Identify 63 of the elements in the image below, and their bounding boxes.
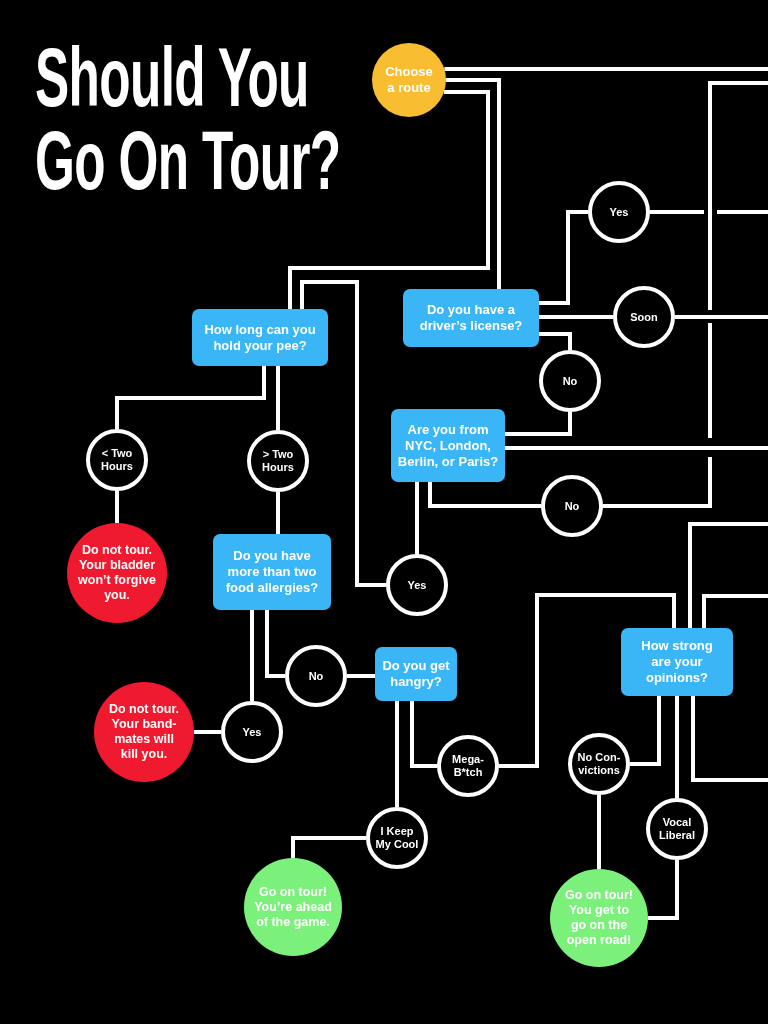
connector-line [288,90,490,309]
connector-line [276,492,280,534]
outcome-text: Do not tour. Your band-mates will kill you. [107,702,181,762]
connector-line [300,280,386,587]
answer-text: Yes [608,205,630,219]
answer-text: Soon [629,310,659,324]
answer-text: Mega-B*tch [451,753,485,779]
question-box [375,647,457,701]
connector-line [691,696,768,782]
question-box [621,628,733,696]
connector-line [505,412,572,436]
connector-line [505,446,768,450]
question-text: Are you from NYC, London, Berlin, or Paris? [396,421,500,470]
outcome-text: Go on tour! You get to go on the open road! [563,888,634,948]
connector-line [675,315,768,319]
title: Should You Go On Tour? [35,36,342,202]
question-box [213,534,331,610]
connector-line [539,210,588,305]
answer-text: Yes [406,578,428,592]
answer-text: Yes [241,725,263,739]
answer-text: No [561,374,579,388]
answer-text: No [563,499,581,513]
connector-line [276,366,280,430]
connector-line [250,610,254,701]
connector-line [347,674,375,678]
connector-line [648,210,768,214]
connector-line [428,482,541,508]
connector-line [688,522,768,628]
question-text: Do you get hangry? [381,658,451,690]
question-text: How strong are your opinions? [640,638,714,686]
connector-line [194,730,221,734]
connector-line [115,491,119,523]
connector-line [446,78,501,289]
connector-line [291,836,366,858]
connector-line [395,701,399,807]
answer-text: No [307,669,325,683]
connector-line [702,594,768,628]
question-box [403,289,539,347]
connector-line [444,67,768,71]
answer-text: No Con-victions [576,751,622,777]
answer-text: Vocal Liberal [657,816,697,842]
outcome-text: Go on tour! You’re ahead of the game. [253,884,333,930]
question-text: Do you have more than two food allergies? [224,548,320,596]
answer-text: < Two Hours [100,447,134,473]
question-text: How long can you hold your pee? [203,321,317,354]
question-text: Do you have a driver’s license? [418,302,524,334]
start-text: Choose a route [384,64,434,96]
connector-line [539,332,572,350]
answer-text: I Keep My Cool [374,825,420,851]
connector-line [630,696,661,766]
connector-line [115,366,266,429]
connector-line [410,701,437,768]
connector-line [675,696,679,798]
question-box [391,409,505,482]
connector-line [265,610,285,678]
connector-line [601,81,768,508]
connector-line [539,315,613,319]
question-box [192,309,328,366]
connector-line [597,795,601,869]
connector-line [415,482,419,554]
outcome-text: Do not tour. Your bladder won’t forgive you. [77,543,157,603]
connector-line [648,860,679,920]
answer-text: > Two Hours [261,448,295,474]
